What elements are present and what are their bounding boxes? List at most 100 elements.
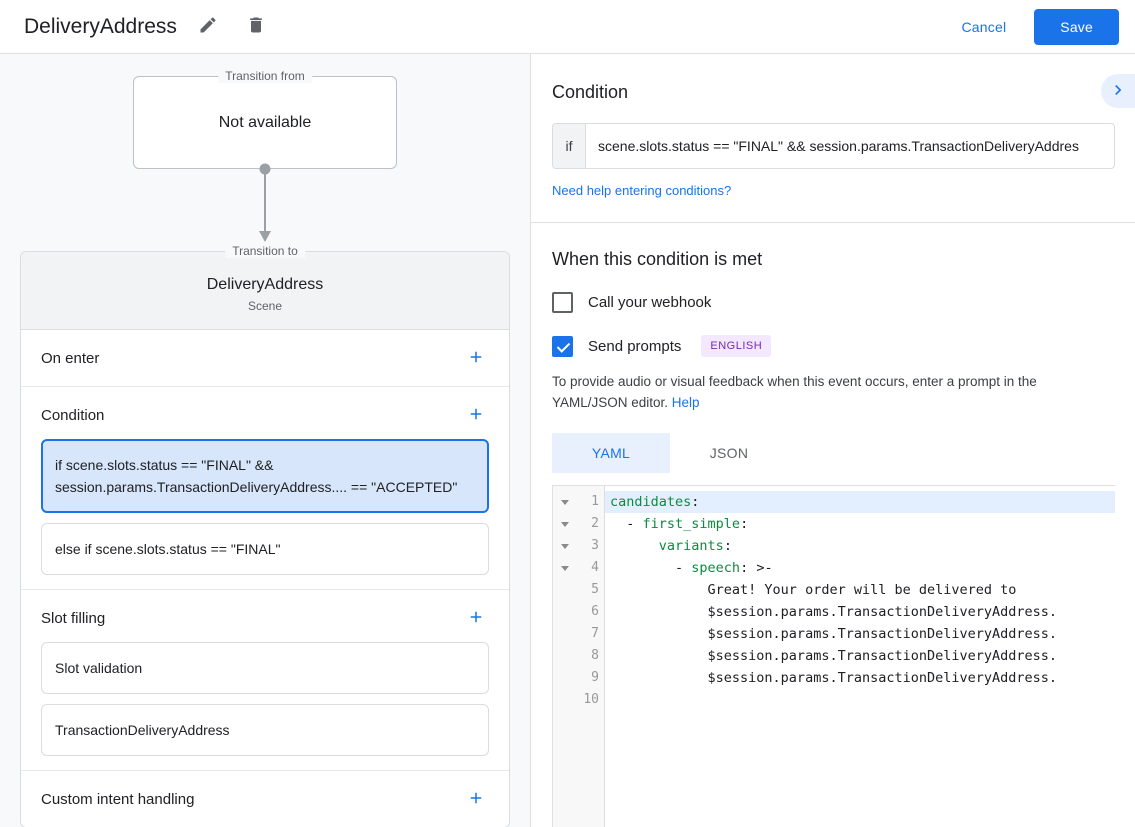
send-prompts-checkbox-row[interactable]: Send prompts ENGLISH bbox=[552, 335, 1115, 357]
section-condition: Condition if scene.slots.status == "FINAL… bbox=[21, 387, 509, 590]
webhook-checkbox-row[interactable]: Call your webhook bbox=[552, 292, 1115, 313]
list-item[interactable]: else if scene.slots.status == "FINAL" bbox=[41, 523, 489, 575]
tab-yaml[interactable]: YAML bbox=[552, 433, 670, 473]
code-line[interactable]: $session.params.TransactionDeliveryAddre… bbox=[605, 623, 1115, 645]
code-token: : bbox=[723, 538, 732, 554]
transition-to-container: Transition to DeliveryAddress Scene On e… bbox=[20, 244, 510, 827]
delete-button[interactable] bbox=[239, 10, 273, 44]
transition-from-card[interactable]: Transition from Not available bbox=[133, 69, 397, 169]
section-header[interactable]: Custom intent handling bbox=[21, 771, 509, 827]
fold-spacer bbox=[553, 667, 577, 689]
add-slot-filling-button[interactable] bbox=[463, 605, 489, 631]
code-token: - bbox=[610, 560, 692, 576]
list-item[interactable]: TransactionDeliveryAddress bbox=[41, 704, 489, 756]
code-token: $session.params.TransactionDeliveryAddre… bbox=[610, 626, 1058, 642]
tab-json[interactable]: JSON bbox=[670, 433, 788, 473]
fold-spacer bbox=[553, 645, 577, 667]
code-token: : bbox=[691, 494, 700, 510]
condition-detail-panel: Condition if Need help entering conditio… bbox=[531, 54, 1135, 827]
plus-icon bbox=[467, 608, 485, 629]
condition-if-label: if bbox=[553, 124, 586, 168]
plus-icon bbox=[467, 789, 485, 810]
condition-help-link[interactable]: Need help entering conditions? bbox=[552, 183, 732, 198]
code-line[interactable] bbox=[605, 689, 1115, 711]
send-prompts-checkbox[interactable] bbox=[552, 335, 573, 357]
line-number: 9 bbox=[591, 670, 599, 685]
code-line[interactable]: $session.params.TransactionDeliveryAddre… bbox=[605, 667, 1115, 689]
section-header[interactable]: Condition bbox=[21, 387, 509, 443]
graph-connector bbox=[133, 163, 397, 251]
prompts-help-link[interactable]: Help bbox=[671, 395, 700, 410]
plus-icon bbox=[467, 348, 485, 369]
plus-icon bbox=[467, 405, 485, 426]
code-token: candidates bbox=[610, 494, 692, 510]
line-number: 4 bbox=[591, 560, 599, 575]
condition-input-row[interactable]: if bbox=[552, 123, 1115, 169]
top-app-bar: DeliveryAddress Cancel Save bbox=[0, 0, 1135, 54]
edit-button[interactable] bbox=[191, 10, 225, 44]
section-label: Custom intent handling bbox=[41, 790, 195, 808]
prompts-description-text: To provide audio or visual feedback when… bbox=[552, 374, 1037, 410]
fold-toggle-icon[interactable] bbox=[553, 513, 577, 535]
connector-line bbox=[264, 169, 266, 235]
code-line[interactable]: - first_simple: bbox=[605, 513, 1115, 535]
condition-block: Condition if Need help entering conditio… bbox=[531, 54, 1135, 223]
fold-spacer bbox=[553, 623, 577, 645]
fold-spacer bbox=[553, 579, 577, 601]
add-condition-button[interactable] bbox=[463, 402, 489, 428]
code-token: variants bbox=[658, 538, 724, 554]
list-item[interactable]: Slot validation bbox=[41, 642, 489, 694]
webhook-checkbox[interactable] bbox=[552, 292, 573, 313]
language-badge: ENGLISH bbox=[701, 335, 772, 357]
line-number: 7 bbox=[591, 626, 599, 641]
add-custom-intent-handling-button[interactable] bbox=[463, 786, 489, 812]
condition-expression-input[interactable] bbox=[586, 124, 1114, 168]
transition-to-card[interactable]: DeliveryAddress Scene bbox=[21, 252, 509, 330]
transition-graph-panel: Transition from Not available Transition… bbox=[0, 54, 531, 827]
code-line[interactable]: variants: bbox=[605, 535, 1115, 557]
code-line[interactable]: $session.params.TransactionDeliveryAddre… bbox=[605, 645, 1115, 667]
when-condition-met-block: When this condition is met Call your web… bbox=[531, 223, 1135, 827]
prompts-description: To provide audio or visual feedback when… bbox=[552, 371, 1115, 413]
line-number: 1 bbox=[591, 494, 599, 509]
section-label: Condition bbox=[41, 406, 105, 424]
section-on-enter: On enter bbox=[21, 330, 509, 387]
cancel-button[interactable]: Cancel bbox=[948, 10, 1021, 44]
code-line[interactable]: candidates: bbox=[605, 491, 1115, 513]
scene-name: DeliveryAddress bbox=[206, 276, 324, 293]
editor-code-area[interactable]: candidates: - first_simple: variants: - … bbox=[605, 486, 1115, 827]
line-number: 5 bbox=[591, 582, 599, 597]
section-header[interactable]: On enter bbox=[21, 330, 509, 386]
section-label: Slot filling bbox=[41, 609, 106, 627]
fold-toggle-icon[interactable] bbox=[553, 557, 577, 579]
code-token: speech bbox=[691, 560, 741, 576]
fold-spacer bbox=[553, 689, 577, 711]
code-line[interactable]: Great! Your order will be delivered to bbox=[605, 579, 1115, 601]
code-token: first_simple bbox=[642, 516, 741, 532]
chevron-right-icon bbox=[1108, 80, 1128, 103]
save-button[interactable]: Save bbox=[1034, 8, 1119, 45]
code-token: $session.params.TransactionDeliveryAddre… bbox=[610, 648, 1058, 664]
add-on-enter-button[interactable] bbox=[463, 345, 489, 371]
section-header[interactable]: Slot filling bbox=[21, 590, 509, 646]
list-item[interactable]: if scene.slots.status == "FINAL" && sess… bbox=[41, 439, 489, 513]
code-line[interactable]: - speech: >- bbox=[605, 557, 1115, 579]
graph-area: Transition from Not available bbox=[0, 54, 530, 251]
pencil-icon bbox=[198, 15, 218, 38]
main-content: Transition from Not available Transition… bbox=[0, 54, 1135, 827]
expand-panel-button[interactable] bbox=[1101, 74, 1135, 108]
fold-toggle-icon[interactable] bbox=[553, 491, 577, 513]
fold-toggle-icon[interactable] bbox=[553, 535, 577, 557]
code-token: : >- bbox=[740, 560, 773, 576]
code-token: Great! Your order will be delivered to bbox=[610, 582, 1017, 598]
trash-icon bbox=[246, 15, 266, 38]
section-label: On enter bbox=[41, 349, 100, 367]
code-token: $session.params.TransactionDeliveryAddre… bbox=[610, 670, 1058, 686]
send-prompts-label: Send prompts bbox=[588, 337, 682, 355]
code-line[interactable]: $session.params.TransactionDeliveryAddre… bbox=[605, 601, 1115, 623]
